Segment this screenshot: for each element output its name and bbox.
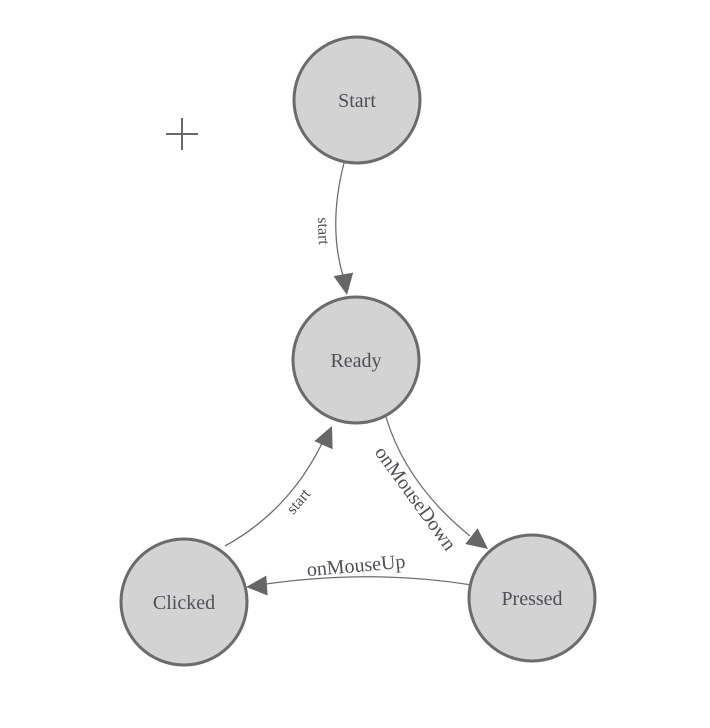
edge-ready-to-pressed: onMouseDown — [370, 416, 488, 555]
edge-start-to-ready-arrowhead-icon — [333, 272, 354, 295]
edge-pressed-to-clicked-arrowhead-icon — [246, 575, 268, 596]
node-ready-circle[interactable] — [291, 295, 421, 425]
origin-crosshair-icon — [166, 118, 198, 150]
node-ready-label: Ready — [330, 350, 381, 372]
node-ready[interactable]: Ready — [291, 295, 421, 425]
edge-start-to-ready: start — [314, 162, 354, 295]
edge-pressed-to-clicked: onMouseUp — [246, 551, 473, 596]
edge-pressed-to-clicked-line[interactable] — [265, 576, 473, 586]
node-clicked-label: Clicked — [153, 592, 215, 614]
edge-clicked-to-ready-line[interactable] — [224, 436, 326, 547]
edge-start-to-ready-line[interactable] — [335, 162, 345, 277]
node-pressed-label: Pressed — [501, 588, 562, 610]
node-pressed[interactable]: Pressed — [467, 533, 597, 663]
edge-clicked-to-ready-arrowhead-icon — [314, 426, 333, 450]
node-pressed-circle[interactable] — [467, 533, 597, 663]
edge-ready-to-pressed-arrowhead-icon — [465, 528, 488, 549]
node-start[interactable]: Start — [292, 35, 422, 165]
edge-ready-to-pressed-label: onMouseDown — [370, 442, 460, 555]
edge-start-to-ready-label: start — [314, 217, 332, 246]
edge-ready-to-pressed-line[interactable] — [385, 416, 471, 537]
edge-clicked-to-ready: start — [224, 426, 333, 547]
node-start-circle[interactable] — [292, 35, 422, 165]
edge-clicked-to-ready-label: start — [283, 485, 314, 517]
node-start-label: Start — [338, 90, 376, 112]
node-clicked[interactable]: Clicked — [119, 537, 249, 667]
node-clicked-circle[interactable] — [119, 537, 249, 667]
